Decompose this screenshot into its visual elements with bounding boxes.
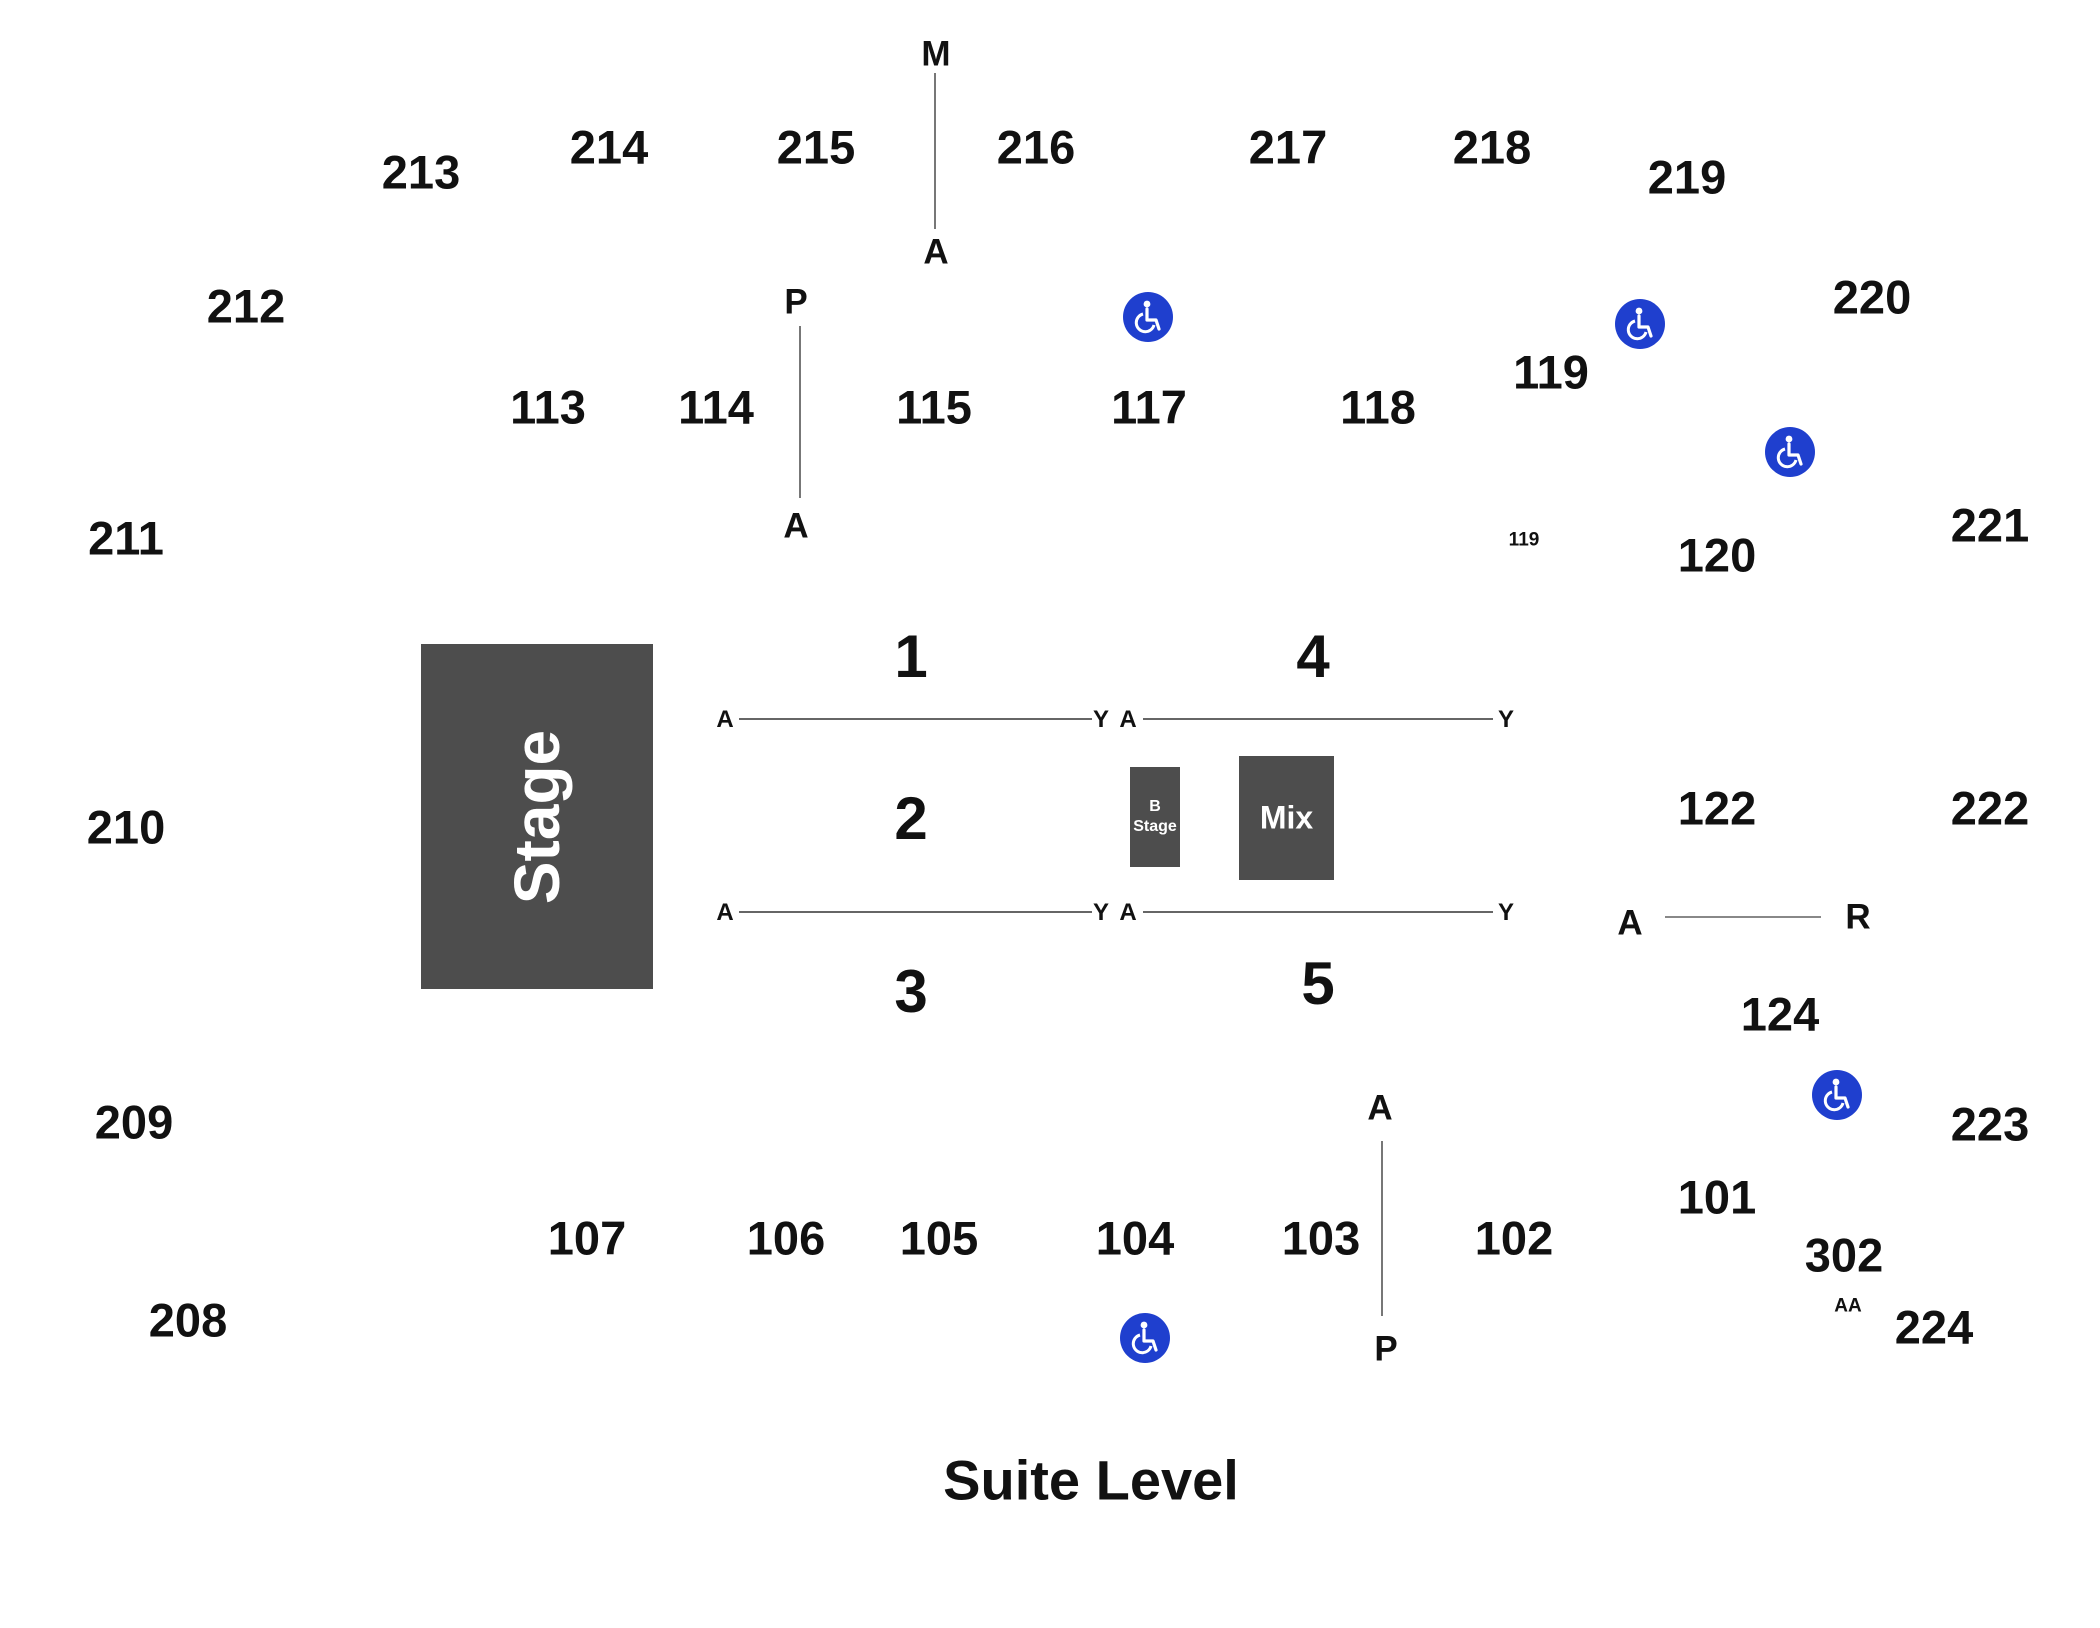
row-label-p: P	[784, 282, 808, 322]
section-211[interactable]: 211	[88, 511, 164, 565]
row-range-line	[1143, 718, 1493, 720]
row-range-line	[739, 718, 1092, 720]
section-214[interactable]: 214	[569, 120, 649, 174]
wheelchair-accessible-icon[interactable]	[1615, 299, 1665, 349]
stage: Stage	[421, 644, 653, 989]
row-label-m: M	[921, 34, 951, 74]
wheelchair-accessible-icon[interactable]	[1812, 1070, 1862, 1120]
row-label-a: A	[923, 232, 949, 272]
row-range-line	[1665, 916, 1821, 918]
row-label-a: A	[1367, 1088, 1393, 1128]
section-103[interactable]: 103	[1281, 1211, 1361, 1265]
section-213[interactable]: 213	[381, 145, 461, 199]
row-label-y: Y	[1497, 706, 1515, 733]
wheelchair-accessible-icon[interactable]	[1120, 1313, 1170, 1363]
b-stage-label: B Stage	[1130, 797, 1180, 837]
section-120[interactable]: 120	[1677, 528, 1757, 582]
section-113[interactable]: 113	[510, 380, 586, 434]
mix-label: Mix	[1259, 799, 1314, 836]
section-117[interactable]: 117	[1111, 380, 1187, 434]
section-218[interactable]: 218	[1452, 120, 1532, 174]
section-215[interactable]: 215	[776, 120, 856, 174]
section-106[interactable]: 106	[746, 1211, 826, 1265]
section-222[interactable]: 222	[1950, 781, 2030, 835]
section-124[interactable]: 124	[1740, 987, 1820, 1041]
row-range-line	[739, 911, 1092, 913]
b-stage: B Stage	[1130, 767, 1180, 867]
section-208[interactable]: 208	[148, 1293, 228, 1347]
section-210[interactable]: 210	[86, 800, 166, 854]
row-label-a: A	[716, 706, 734, 733]
section-122[interactable]: 122	[1677, 781, 1757, 835]
stage-label: Stage	[501, 729, 573, 904]
row-label-r: R	[1845, 897, 1871, 937]
floor-section-4[interactable]: 4	[1296, 623, 1330, 690]
suite-level-label: Suite Level	[943, 1448, 1239, 1512]
section-114[interactable]: 114	[678, 380, 754, 434]
wheelchair-accessible-icon[interactable]	[1765, 427, 1815, 477]
row-label-p: P	[1374, 1329, 1398, 1369]
row-range-line	[1143, 911, 1493, 913]
section-223[interactable]: 223	[1950, 1097, 2030, 1151]
section-220[interactable]: 220	[1832, 270, 1912, 324]
floor-section-1[interactable]: 1	[894, 623, 928, 690]
section-221[interactable]: 221	[1950, 498, 2030, 552]
floor-section-3[interactable]: 3	[894, 958, 928, 1025]
section-302[interactable]: 302	[1804, 1228, 1884, 1282]
row-label-aa: AA	[1834, 1295, 1862, 1317]
section-119[interactable]: 119	[1513, 345, 1589, 399]
floor-section-5[interactable]: 5	[1301, 950, 1335, 1017]
section-216[interactable]: 216	[996, 120, 1076, 174]
b-stage-label-line2: Stage	[1133, 818, 1177, 835]
section-219[interactable]: 219	[1647, 150, 1727, 204]
row-range-line	[1381, 1141, 1383, 1316]
row-label-a: A	[1617, 903, 1643, 943]
row-label-a: A	[1119, 706, 1137, 733]
section-119-small-label: 119	[1508, 529, 1540, 551]
wheelchair-accessible-icon[interactable]	[1123, 292, 1173, 342]
section-212[interactable]: 212	[206, 279, 286, 333]
row-label-y: Y	[1092, 706, 1110, 733]
mix-position: Mix	[1239, 756, 1334, 880]
row-label-y: Y	[1497, 899, 1515, 926]
row-label-a: A	[716, 899, 734, 926]
floor-section-2[interactable]: 2	[894, 785, 928, 852]
section-118[interactable]: 118	[1340, 380, 1416, 434]
row-label-a: A	[783, 506, 809, 546]
b-stage-label-line1: B	[1149, 798, 1161, 815]
section-115[interactable]: 115	[896, 380, 972, 434]
section-224[interactable]: 224	[1894, 1300, 1974, 1354]
section-217[interactable]: 217	[1248, 120, 1328, 174]
section-104[interactable]: 104	[1095, 1211, 1175, 1265]
section-102[interactable]: 102	[1474, 1211, 1554, 1265]
section-209[interactable]: 209	[94, 1095, 174, 1149]
row-range-line	[934, 73, 936, 229]
section-105[interactable]: 105	[899, 1211, 979, 1265]
row-label-y: Y	[1092, 899, 1110, 926]
section-101[interactable]: 101	[1677, 1170, 1757, 1224]
row-label-a: A	[1119, 899, 1137, 926]
row-range-line	[799, 326, 801, 498]
section-107[interactable]: 107	[547, 1211, 627, 1265]
